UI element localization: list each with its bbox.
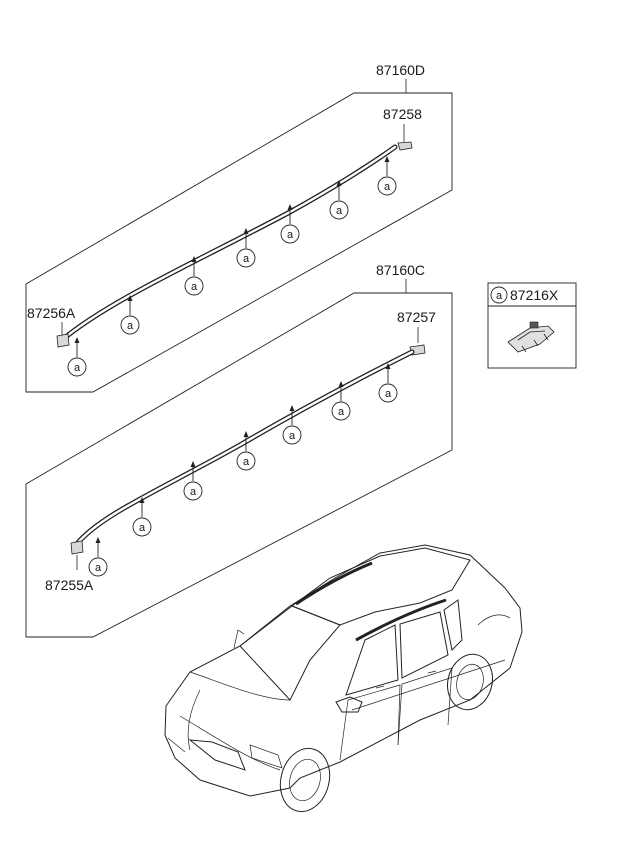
upper-rail-part-number: 87160D — [376, 62, 425, 78]
callout-ring — [184, 276, 204, 296]
callout-arrow-icon — [243, 228, 249, 234]
callout-arrow-icon — [289, 405, 295, 411]
callout-arrow-icon — [243, 431, 249, 437]
lower-rail-part-number: 87160C — [376, 262, 425, 278]
callout-arrow-icon — [336, 180, 342, 186]
callout-arrow-icon — [139, 497, 145, 503]
clip-legend-frame — [487, 282, 577, 369]
callout-letter: a — [139, 522, 146, 534]
upper-front-cap-part-number: 87256A — [27, 305, 76, 321]
upper-rear-cap-part-number: 87258 — [383, 106, 422, 122]
callout-arrow-icon — [191, 256, 197, 262]
callout-letter: a — [243, 253, 250, 265]
callout-ring — [67, 357, 87, 377]
upper-assembly-frame — [25, 92, 453, 393]
callout-ring — [132, 517, 152, 537]
callout-ring — [282, 425, 302, 445]
lower-rear-cap-part-number: 87257 — [397, 309, 436, 325]
callout-arrow-icon — [385, 363, 391, 369]
callout-letter: a — [338, 406, 345, 418]
callout-arrow-icon — [127, 295, 133, 301]
callout-letter: a — [287, 229, 294, 241]
callout-ring — [280, 224, 300, 244]
callout-letter: a — [384, 181, 391, 193]
callout-letter: a — [385, 388, 392, 400]
callout-ring — [329, 200, 349, 220]
callout-letter: a — [289, 430, 296, 442]
callout-letter: a — [74, 362, 81, 374]
clip-legend-callout-letter: a — [496, 290, 503, 302]
callout-ring — [183, 481, 203, 501]
callout-ring — [236, 248, 256, 268]
lower-front-cap-part-number: 87255A — [45, 577, 94, 593]
callout-arrow-icon — [190, 461, 196, 467]
callout-arrow-icon — [95, 537, 101, 543]
clip-legend-box: a 87216X — [487, 282, 577, 369]
callout-ring — [120, 315, 140, 335]
callout-ring — [377, 176, 397, 196]
upper-front-cap — [56, 333, 70, 348]
lower-roof-rail — [73, 349, 415, 548]
sedan-illustration — [164, 544, 523, 813]
clip-callouts: a a a a a a a a a a a a a a — [67, 156, 398, 577]
callout-ring — [236, 451, 256, 471]
callout-ring — [331, 401, 351, 421]
callout-arrow-icon — [384, 156, 390, 162]
callout-letter: a — [95, 562, 102, 574]
callout-arrow-icon — [287, 204, 293, 210]
callout-letter: a — [190, 486, 197, 498]
clip-legend-callout-ring — [490, 286, 508, 304]
lower-assembly-frame — [25, 292, 453, 638]
callout-letter: a — [127, 320, 134, 332]
lower-front-cap — [70, 540, 84, 555]
callout-letter: a — [336, 205, 343, 217]
clip-part-number: 87216X — [510, 287, 559, 303]
lower-roof-molding-group: 87160C 87257 87255A — [25, 262, 453, 638]
callout-arrow-icon — [74, 337, 80, 343]
upper-rear-cap — [397, 141, 413, 151]
roof-clip-icon — [507, 321, 555, 353]
callout-arrow-icon — [338, 381, 344, 387]
callout-letter: a — [243, 456, 250, 468]
upper-roof-molding-group: 87160D 87258 87256A — [25, 62, 453, 393]
callout-ring — [88, 557, 108, 577]
callout-letter: a — [191, 281, 198, 293]
callout-ring — [378, 383, 398, 403]
